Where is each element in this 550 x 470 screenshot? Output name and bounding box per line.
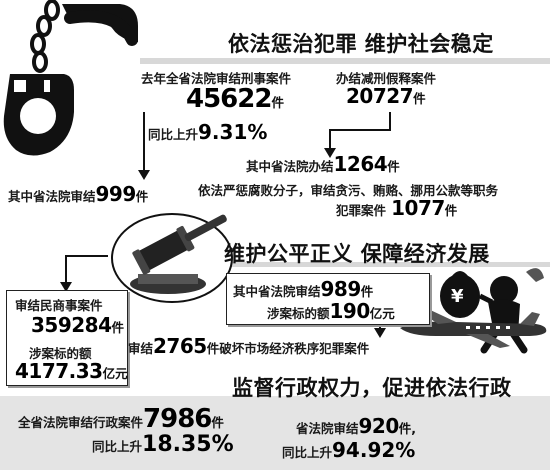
criminal-growth-label: 同比上升 — [148, 127, 199, 142]
provincial-handled-group: 其中省法院办结1264件 — [246, 152, 400, 176]
provincial-civil-value: 989 — [320, 277, 362, 301]
corruption-line2-group: 犯罪案件 1077件 — [336, 196, 457, 220]
provincial-handled-value: 1264 — [333, 152, 388, 176]
civil-amount-value: 4177.33 — [15, 359, 103, 383]
commutation-value: 20727 — [346, 84, 414, 108]
admin-growth-label: 同比上升 — [92, 439, 143, 454]
admin-growth-value: 18.35% — [142, 432, 234, 457]
admin-cases-group: 全省法院审结行政案件7986件 — [18, 404, 224, 434]
provincial-civil-box: 其中省法院审结989件 涉案标的额190亿元 — [226, 273, 430, 325]
provincial-admin-prefix: 省法院审结 — [296, 421, 359, 436]
civil-amount-label: 涉案标的额 — [29, 346, 92, 361]
provincial-999-value: 999 — [95, 182, 137, 206]
civil-cases-unit: 件 — [111, 320, 125, 335]
criminal-growth-value: 9.31% — [198, 120, 268, 144]
provincial-admin-growth-label: 同比上升 — [282, 445, 333, 460]
commutation-label: 办结减刑假释案件 — [336, 71, 437, 86]
market-order-group: 审结2765件破坏市场经济秩序犯罪案件 — [128, 334, 369, 358]
provincial-admin-growth-value: 94.92% — [332, 438, 416, 462]
market-order-value: 2765 — [153, 334, 207, 358]
market-order-prefix: 审结 — [128, 341, 154, 356]
provincial-amount-group: 涉案标的额190亿元 — [267, 299, 395, 323]
admin-cases-unit: 件 — [211, 415, 224, 430]
provincial-admin-unit: 件, — [398, 421, 417, 436]
criminal-cases-value-group: 45622件 — [186, 84, 284, 114]
civil-cases-label: 审结民商事案件 — [15, 298, 103, 313]
provincial-handled-unit: 件 — [387, 159, 400, 174]
provincial-amount-unit: 亿元 — [369, 306, 395, 321]
provincial-civil-prefix: 其中省法院审结 — [233, 284, 321, 299]
section1-title: 依法惩治犯罪 维护社会稳定 — [228, 32, 494, 56]
handcuffs-icon — [3, 0, 138, 156]
criminal-cases-value: 45622 — [186, 84, 272, 114]
section1-band — [140, 58, 550, 64]
criminal-growth-group: 同比上升9.31% — [148, 120, 267, 144]
provincial-admin-group: 省法院审结920件, — [296, 414, 416, 438]
provincial-handled-prefix: 其中省法院办结 — [246, 159, 334, 174]
commutation-value-group: 20727件 — [346, 84, 426, 108]
gavel-icon — [111, 213, 233, 303]
civil-amount-unit: 亿元 — [102, 366, 128, 381]
corruption-line2: 犯罪案件 — [336, 203, 387, 218]
commutation-unit: 件 — [413, 91, 426, 106]
civil-cases-value-group: 359284件 — [31, 313, 124, 337]
corruption-value: 1077 — [391, 196, 445, 220]
svg-text:¥: ¥ — [451, 286, 464, 307]
admin-growth-group: 同比上升18.35% — [92, 432, 234, 457]
corruption-line1: 依法严惩腐败分子，审结贪污、贿赂、挪用公款等职务 — [198, 183, 499, 198]
civil-cases-box: 审结民商事案件 359284件 涉案标的额 4177.33亿元 — [6, 290, 128, 386]
criminal-cases-unit: 件 — [271, 95, 284, 110]
admin-cases-value: 7986 — [143, 404, 212, 434]
admin-cases-label: 全省法院审结行政案件 — [18, 415, 144, 430]
section3-title: 监督行政权力，促进依法行政 — [232, 376, 512, 400]
criminal-cases-label: 去年全省法院审结刑事案件 — [141, 71, 292, 86]
provincial-999-unit: 件 — [135, 189, 149, 204]
section3-band — [0, 396, 550, 470]
provincial-admin-value: 920 — [358, 414, 400, 438]
civil-amount-value-group: 4177.33亿元 — [15, 359, 128, 383]
provincial-999-group: 其中省法院审结999件 — [8, 182, 148, 206]
provincial-999-prefix: 其中省法院审结 — [8, 189, 96, 204]
corruption-unit: 件 — [444, 203, 458, 218]
provincial-civil-group: 其中省法院审结989件 — [233, 277, 373, 301]
provincial-amount-value: 190 — [329, 299, 371, 323]
market-order-suffix: 件破坏市场经济秩序犯罪案件 — [206, 341, 370, 356]
provincial-civil-unit: 件 — [360, 284, 374, 299]
section2-title: 维护公平正义 保障经济发展 — [224, 242, 490, 266]
provincial-amount-prefix: 涉案标的额 — [267, 306, 330, 321]
provincial-admin-growth-group: 同比上升94.92% — [282, 438, 415, 462]
civil-cases-value: 359284 — [31, 313, 112, 337]
section2-band — [220, 262, 550, 267]
